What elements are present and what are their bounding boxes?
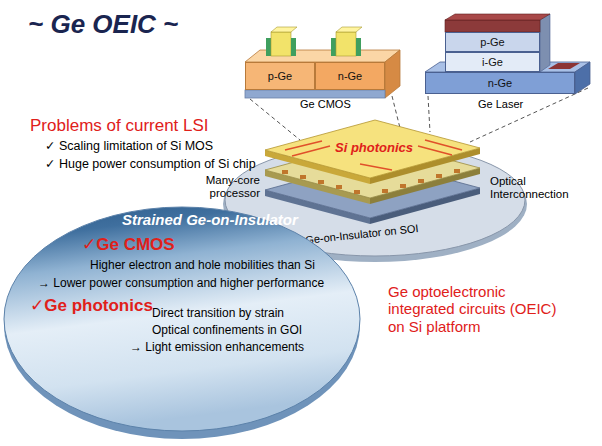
topic-text: Optical confinements in GOI	[152, 324, 302, 338]
ge-laser-device	[425, 14, 590, 94]
summary-label: Ge optoelectronic integrated circuits (O…	[388, 283, 560, 335]
semiconductor-region: p-Ge	[245, 62, 315, 90]
region-label: n-Ge	[338, 70, 362, 82]
layer-label: Si photonics	[335, 141, 413, 156]
region-label: p-Ge	[268, 70, 292, 82]
laser-layer: i-Ge	[445, 52, 540, 72]
diagram-title: ~ Ge OEIC ~	[28, 10, 178, 40]
region-label: p-Ge	[480, 36, 504, 48]
chip-layers	[265, 120, 480, 224]
topic-text: Direct transition by strain	[152, 307, 284, 321]
goi-disk: Strained Ge-on-Insulator ✓Ge CMOS Higher e…	[2, 203, 364, 443]
section-heading: Problems of current LSI	[30, 116, 209, 136]
laser-layer: p-Ge	[445, 32, 540, 52]
laser-layer: n-Ge	[425, 72, 575, 94]
topic-text: → Light emission enhancements	[130, 341, 304, 355]
device-label: Ge Laser	[478, 98, 523, 111]
layer-label: Optical Interconnection	[490, 175, 590, 201]
bullet-item: ✓ Scaling limitation of Si MOS	[45, 139, 213, 153]
topic-heading: ✓Ge CMOS	[82, 235, 175, 255]
disk-shape	[2, 203, 364, 443]
bullet-item: ✓ Huge power consumption of Si chip	[45, 157, 256, 171]
semiconductor-region: n-Ge	[315, 62, 385, 90]
disk-heading: Strained Ge-on-Insulator	[122, 211, 298, 228]
topic-text: Higher electron and hole mobilities than…	[90, 259, 315, 273]
topic-heading: ✓Ge photonics	[30, 296, 153, 316]
region-label: i-Ge	[482, 56, 503, 68]
region-label: n-Ge	[488, 77, 512, 89]
layer-label: Many-core processor	[196, 174, 260, 200]
ge-cmos-device	[245, 27, 400, 98]
device-label: Ge CMOS	[300, 98, 351, 111]
topic-text: → Lower power consumption and higher per…	[38, 277, 324, 291]
